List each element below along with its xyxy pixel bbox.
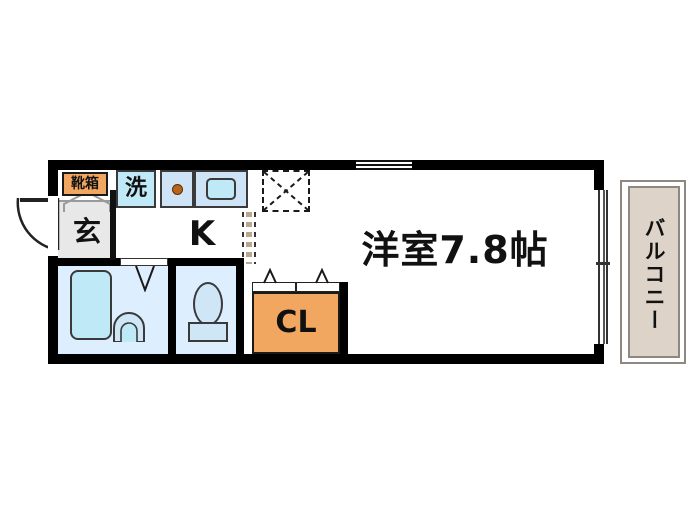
wall-entrance-divider xyxy=(110,190,116,260)
balcony-label: バルコニー xyxy=(642,216,666,332)
kitchen-sink-basin xyxy=(206,178,236,200)
wall-toilet-top xyxy=(176,258,244,266)
kitchen-partition-edge-right xyxy=(254,212,256,264)
bathroom-door-swing-icon xyxy=(135,266,155,292)
main-room-window-mullion xyxy=(356,164,412,166)
closet-folding-arrows-icon xyxy=(263,268,329,284)
entrance-label: 玄 xyxy=(72,215,101,248)
stove-burner-icon xyxy=(172,184,183,195)
bathroom-door[interactable] xyxy=(120,258,168,266)
loft-hatch-cross-icon xyxy=(263,171,309,211)
wall-bath-right xyxy=(168,264,176,354)
wall-top xyxy=(48,160,604,170)
wall-closet-right xyxy=(340,282,348,354)
bathtub xyxy=(70,270,112,340)
washbasin-icon xyxy=(113,312,145,342)
wall-right-lower xyxy=(594,344,604,364)
entry-threshold xyxy=(48,196,58,256)
main-room-label: 洋室7.8帖 xyxy=(361,228,549,272)
wall-bottom xyxy=(48,354,604,364)
balcony-door-handle-icon xyxy=(596,262,610,265)
balcony-area xyxy=(628,186,680,358)
loft-hatch xyxy=(262,170,310,212)
wall-right-upper xyxy=(594,160,604,190)
washer-unit: 洗 xyxy=(116,170,156,208)
balcony-door-rail xyxy=(603,190,605,344)
balcony-outer-frame xyxy=(620,180,686,364)
kitchen-partition-edge-left xyxy=(242,212,244,264)
shoe-box: 靴箱 xyxy=(62,172,108,196)
shoe-box-label: 靴箱 xyxy=(71,176,99,192)
toilet-tank xyxy=(188,322,228,342)
kitchen-room-partition xyxy=(246,212,252,264)
wall-kitchen-left-stub xyxy=(110,258,118,266)
toilet-bowl xyxy=(193,282,223,326)
washer-label: 洗 xyxy=(124,176,147,201)
closet: CL xyxy=(252,292,340,354)
kitchen-label: K xyxy=(188,214,216,254)
closet-door-panel-left[interactable] xyxy=(252,282,296,292)
wall-toilet-right xyxy=(236,264,244,354)
entry-door-leaf[interactable] xyxy=(20,198,58,202)
closet-label: CL xyxy=(275,305,317,340)
wall-left xyxy=(48,160,58,364)
closet-door-panel-right[interactable] xyxy=(296,282,340,292)
